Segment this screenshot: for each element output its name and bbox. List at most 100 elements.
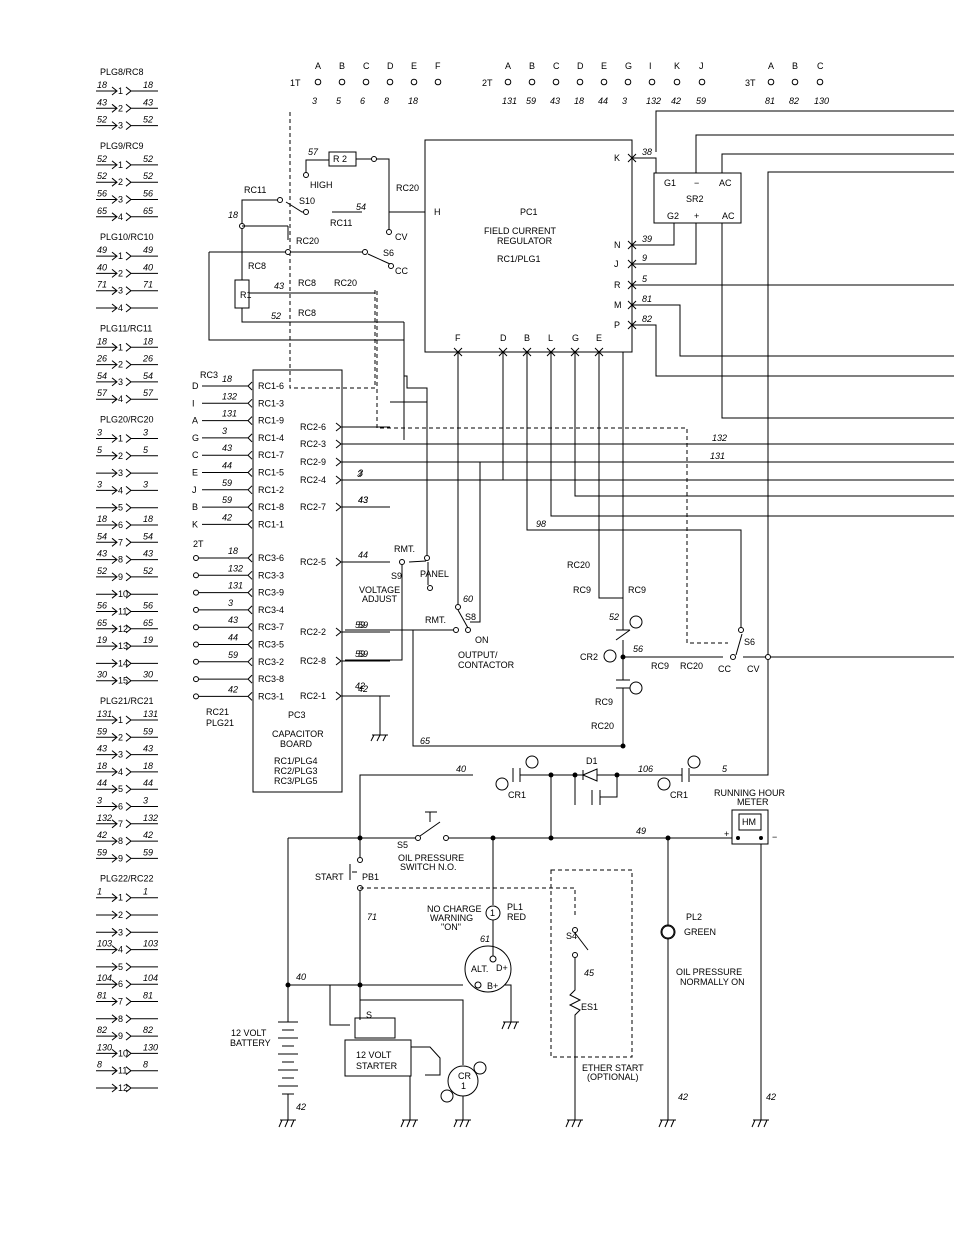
pc3-ref: RC2/PLG3 bbox=[274, 766, 318, 776]
plug-pin-number: 2 bbox=[118, 910, 123, 920]
label-hm: HM bbox=[742, 817, 756, 827]
label-w40b: 40 bbox=[296, 972, 306, 982]
terminal-letter: D bbox=[577, 61, 584, 71]
plug-wire-out: 3 bbox=[143, 479, 148, 489]
plug-wire-out: 54 bbox=[143, 531, 153, 541]
label-w59b: 59 bbox=[355, 649, 365, 659]
label-ops2: SWITCH N.O. bbox=[400, 862, 457, 872]
terminal-letter: G bbox=[625, 61, 632, 71]
label-pl1: PL1 bbox=[507, 902, 523, 912]
plug-wire-in: 3 bbox=[97, 796, 102, 806]
plug-pin-number: 12 bbox=[118, 624, 128, 634]
rc2-pin: RC2-6 bbox=[300, 422, 326, 432]
plug-pin-number: 4 bbox=[118, 212, 123, 222]
pc1-name2: REGULATOR bbox=[497, 236, 553, 246]
label-s9: S9 bbox=[391, 571, 402, 581]
label-w131: 131 bbox=[710, 451, 725, 461]
plug-wire-in: 57 bbox=[97, 388, 108, 398]
pc1-title: PC1 bbox=[520, 207, 538, 217]
pc1-bottom-pin: G bbox=[572, 333, 579, 343]
plug-pin-number: 2 bbox=[118, 268, 123, 278]
label-op2: NORMALLY ON bbox=[680, 977, 745, 987]
plug-wire-out: 104 bbox=[143, 973, 158, 983]
rc1-pin: RC1-3 bbox=[258, 398, 284, 408]
rc3-letter: I bbox=[192, 398, 195, 408]
ground-symbol bbox=[400, 1119, 418, 1128]
terminal-post bbox=[624, 78, 632, 86]
plug-pin-number: 15 bbox=[118, 676, 128, 686]
rc2-pin: RC2-5 bbox=[300, 557, 326, 567]
plug-title: PLG9/RC9 bbox=[100, 141, 144, 151]
rc2-wire: 59 bbox=[358, 620, 368, 630]
rc3-wire: 44 bbox=[222, 461, 232, 471]
terminal-letter: E bbox=[601, 61, 607, 71]
label-rc20f: RC20 bbox=[591, 721, 614, 731]
rc3-wire: 18 bbox=[222, 374, 232, 384]
sr2-ac2: AC bbox=[722, 211, 735, 221]
plug-pin-number: 4 bbox=[118, 767, 123, 777]
sr2-minus: − bbox=[694, 178, 699, 188]
rc1-pin: RC1-5 bbox=[258, 468, 284, 478]
terminal-post bbox=[698, 78, 706, 86]
pc1-right-wire: 81 bbox=[642, 294, 652, 304]
pc1-right-wire: 82 bbox=[642, 314, 652, 324]
plug-wire-out: 1 bbox=[143, 887, 148, 897]
rc2-pin: RC2-1 bbox=[300, 691, 326, 701]
plug-wire-in: 59 bbox=[97, 847, 107, 857]
label-rc20d: RC20 bbox=[567, 560, 590, 570]
label-st2: STARTER bbox=[356, 1061, 398, 1071]
rc2-wire: 44 bbox=[358, 550, 368, 560]
label-rmt2: RMT. bbox=[425, 615, 446, 625]
plug-wire-in: 52 bbox=[97, 154, 107, 164]
plug-wire-out: 19 bbox=[143, 635, 153, 645]
label-cv: CV bbox=[395, 232, 408, 242]
label-bplus: B+ bbox=[487, 981, 498, 991]
plug-wire-in: 131 bbox=[97, 709, 112, 719]
label-rc9a: RC9 bbox=[573, 585, 591, 595]
label-w43b: 43 bbox=[358, 495, 368, 505]
plug-pin-number: 3 bbox=[118, 377, 123, 387]
label-d1: D1 bbox=[586, 756, 598, 766]
rc3-pin: RC3-1 bbox=[258, 691, 284, 701]
terminal-post bbox=[791, 78, 799, 86]
rc3-wire: 42 bbox=[222, 512, 232, 522]
terminal-wire: 59 bbox=[526, 96, 536, 106]
plug-wire-in: 1 bbox=[97, 887, 102, 897]
plug-wire-out: 40 bbox=[143, 262, 153, 272]
plug-wire-out: 18 bbox=[143, 336, 153, 346]
terminal-letter: C bbox=[363, 61, 370, 71]
label-red: RED bbox=[507, 912, 527, 922]
plug-pin-number: 8 bbox=[118, 836, 123, 846]
plug-title: PLG21/RC21 bbox=[100, 696, 154, 706]
rc2-wire: 3 bbox=[358, 468, 363, 478]
rc3-letter: D bbox=[192, 381, 199, 391]
rc3-pin-wire: 3 bbox=[228, 598, 233, 608]
plug-pin-number: 4 bbox=[118, 303, 123, 313]
label-pl2: PL2 bbox=[686, 912, 702, 922]
label-w40: 40 bbox=[456, 764, 466, 774]
terminal-wire: 42 bbox=[671, 96, 681, 106]
label-eth1: ETHER START bbox=[582, 1063, 644, 1073]
terminal-block-name: 2T bbox=[482, 78, 493, 88]
pc3-ref: RC1/PLG4 bbox=[274, 756, 318, 766]
plug-wire-in: 5 bbox=[97, 445, 103, 455]
pc1-bottom-pin: L bbox=[548, 333, 553, 343]
plug-pin-number: 8 bbox=[118, 555, 123, 565]
label-es1: ES1 bbox=[581, 1002, 598, 1012]
plug-wire-out: 57 bbox=[143, 388, 154, 398]
plug-pin-number: 3 bbox=[118, 286, 123, 296]
label-rc20e: RC20 bbox=[680, 661, 703, 671]
label-w49: 49 bbox=[636, 826, 646, 836]
label-w60: 60 bbox=[463, 594, 473, 604]
label-cr1a: CR1 bbox=[508, 790, 526, 800]
pc1-right-pin: K bbox=[614, 153, 620, 163]
plug-pin-number: 2 bbox=[118, 732, 123, 742]
pc1-right-wire: 39 bbox=[642, 234, 652, 244]
diagram-labels: R 2HIGH57S10RC11RC1154RC20CV18RC20S6CCRC… bbox=[228, 147, 785, 1112]
label-batt2: BATTERY bbox=[230, 1038, 271, 1048]
rc3-wire: 59 bbox=[222, 495, 232, 505]
plug-pin-number: 11 bbox=[118, 1066, 127, 1076]
rc3-letter: E bbox=[192, 468, 198, 478]
plug-wire-in: 26 bbox=[96, 354, 107, 364]
rc3-pin: RC3-3 bbox=[258, 570, 284, 580]
